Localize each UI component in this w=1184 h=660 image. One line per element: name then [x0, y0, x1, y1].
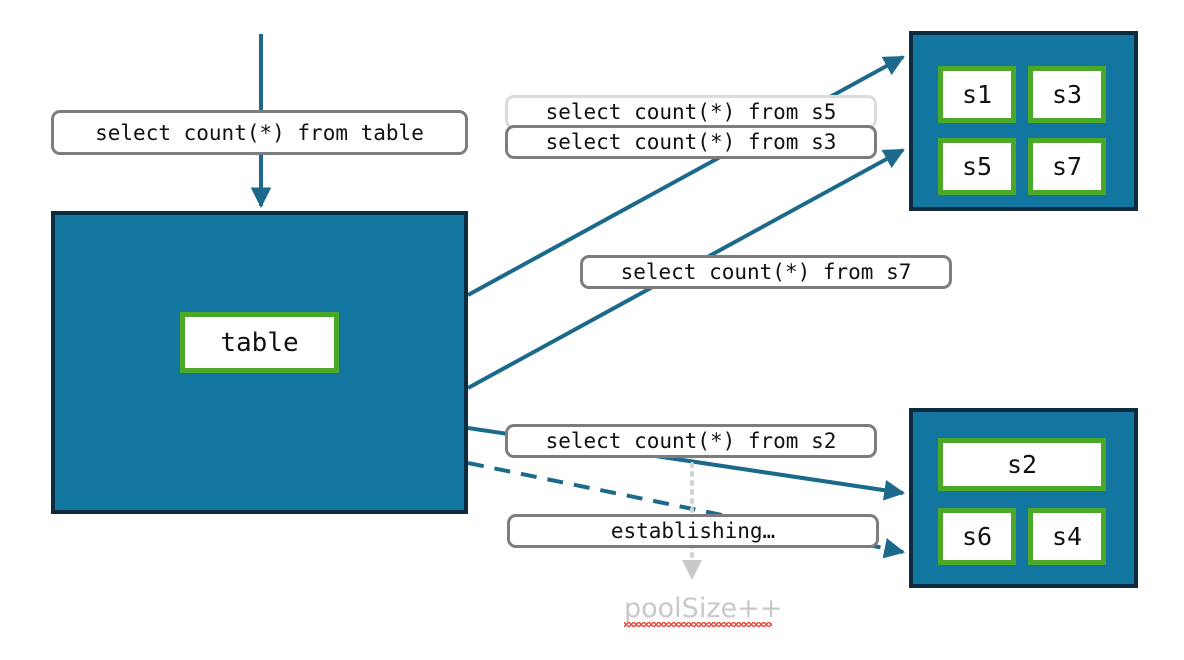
bubble-query-s7-label: select count(*) from s7	[620, 260, 912, 284]
bubble-status-establishing[interactable]: establishing…	[507, 514, 879, 548]
bubble-query-s3[interactable]: select count(*) from s3	[505, 125, 877, 159]
node-s4[interactable]: s4	[1028, 508, 1106, 565]
node-table-label: table	[220, 327, 299, 358]
node-s7-label: s7	[1051, 152, 1083, 181]
node-s5[interactable]: s5	[938, 138, 1016, 195]
annotation-poolsize: poolSize++	[624, 593, 783, 627]
node-s2-label: s2	[1006, 450, 1038, 479]
node-s3[interactable]: s3	[1028, 66, 1106, 123]
node-s7[interactable]: s7	[1028, 138, 1106, 195]
bubble-query-s5[interactable]: select count(*) from s5	[505, 95, 877, 129]
bubble-query-s2[interactable]: select count(*) from s2	[505, 424, 877, 458]
node-s1[interactable]: s1	[938, 66, 1016, 123]
node-s5-label: s5	[961, 152, 993, 181]
node-s2[interactable]: s2	[938, 438, 1106, 491]
spellcheck-underline-icon	[624, 622, 773, 627]
node-s6-label: s6	[961, 522, 993, 551]
bubble-query-s5-label: select count(*) from s5	[545, 100, 837, 124]
bubble-query-s7[interactable]: select count(*) from s7	[580, 255, 952, 289]
node-table[interactable]: table	[180, 312, 339, 373]
bubble-status-establishing-label: establishing…	[610, 519, 776, 543]
node-s3-label: s3	[1051, 80, 1083, 109]
bubble-source-query-label: select count(*) from table	[95, 120, 424, 145]
node-s6[interactable]: s6	[938, 508, 1016, 565]
bubble-source-query[interactable]: select count(*) from table	[51, 110, 468, 155]
node-s1-label: s1	[961, 80, 993, 109]
bubble-query-s2-label: select count(*) from s2	[545, 429, 837, 453]
node-s4-label: s4	[1051, 522, 1083, 551]
annotation-poolsize-label: poolSize++	[624, 593, 783, 624]
bubble-query-s3-label: select count(*) from s3	[545, 130, 837, 154]
